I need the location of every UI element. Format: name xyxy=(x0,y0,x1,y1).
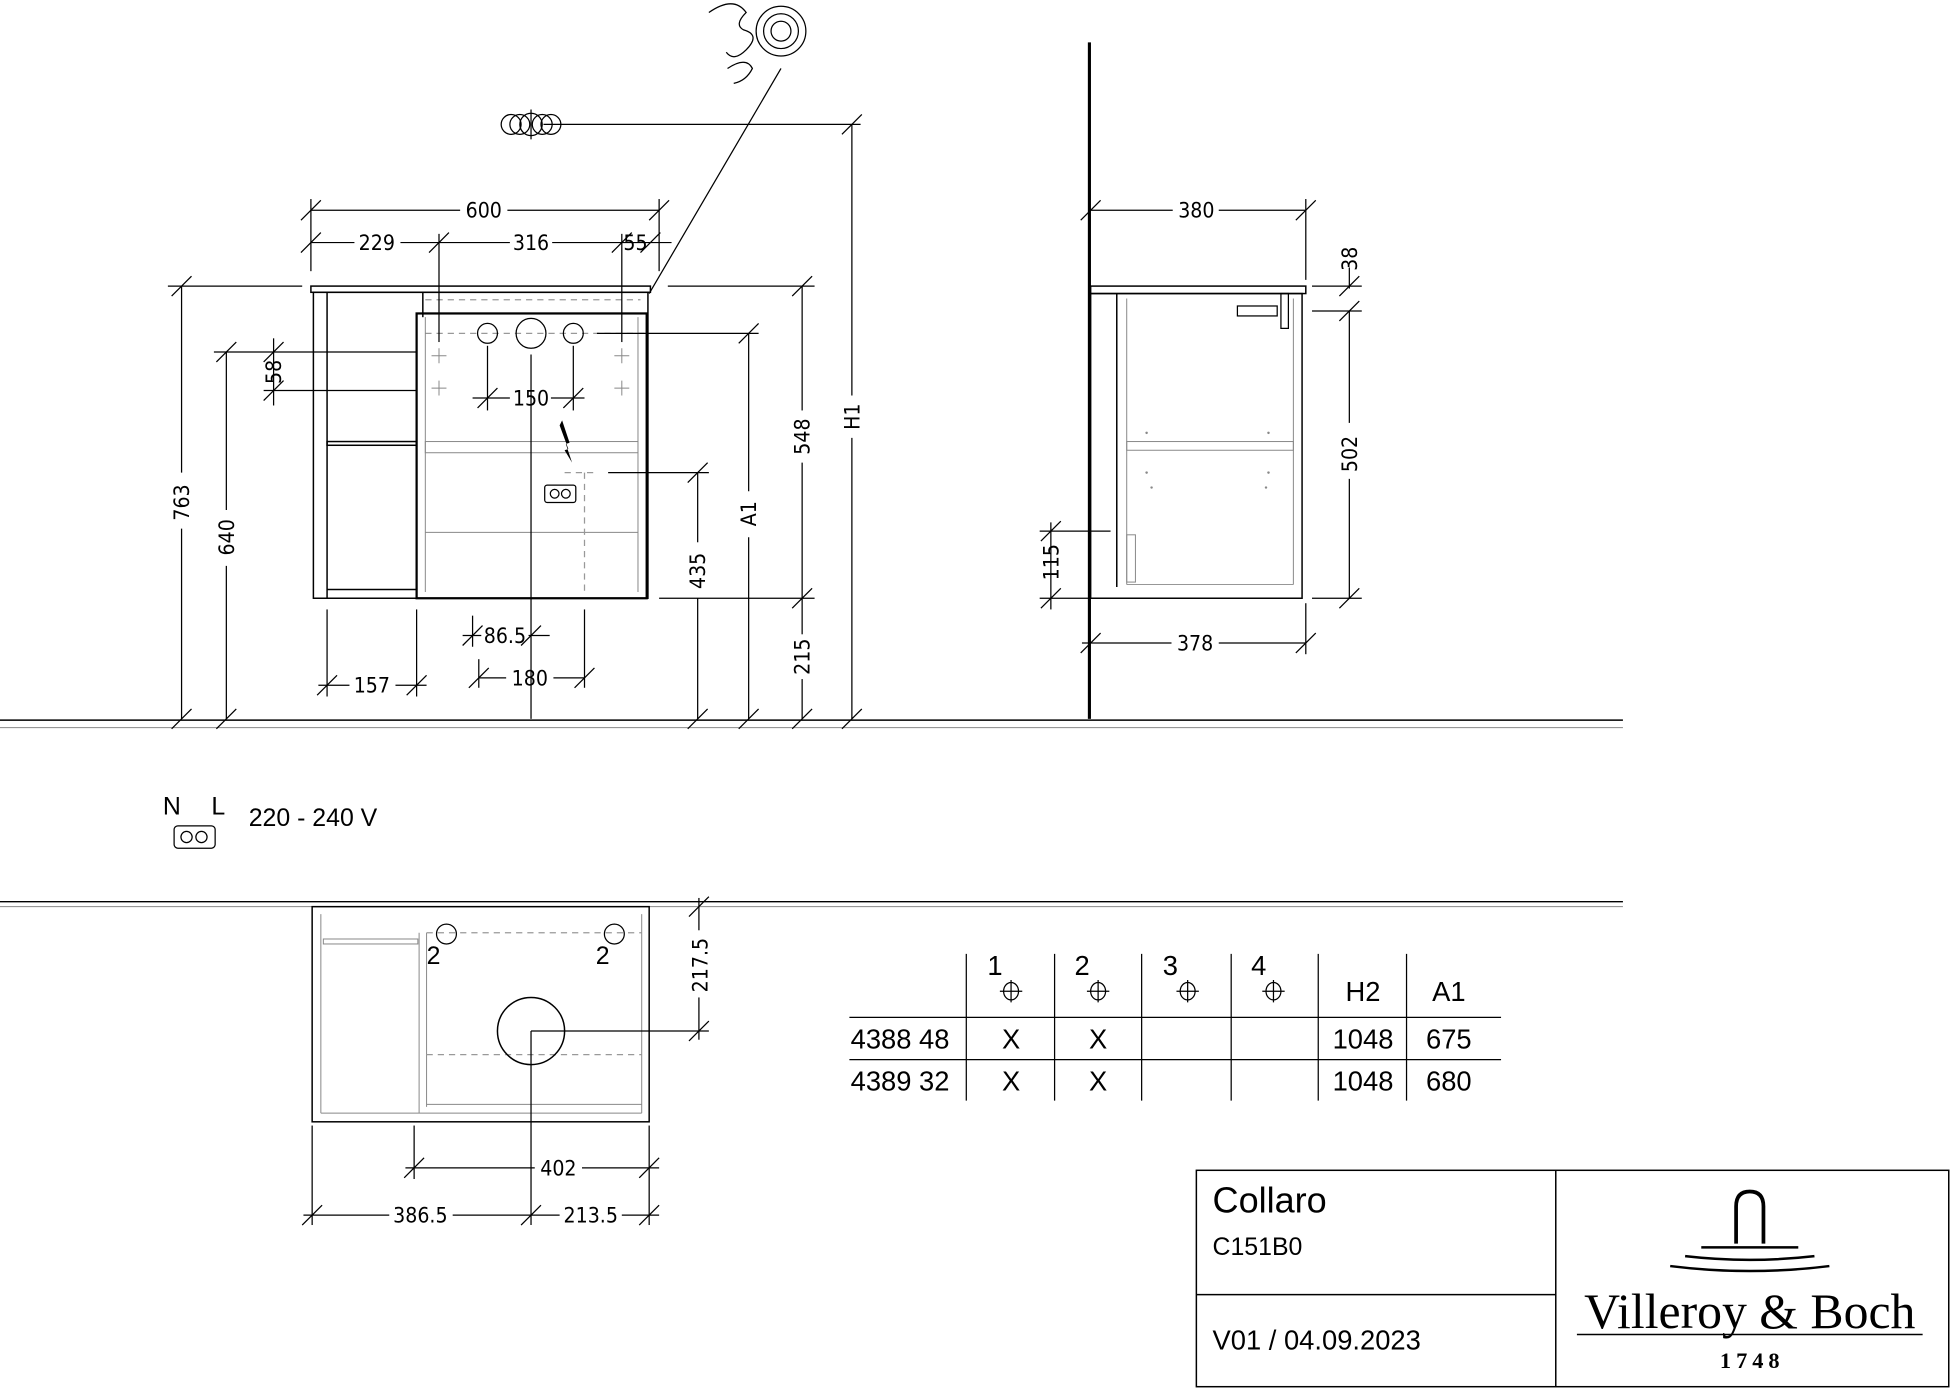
cell-a1: 680 xyxy=(1426,1066,1472,1097)
header-4: 4 xyxy=(1251,950,1266,981)
plan-view-dimensions: 217.5 402 386.5 213.5 xyxy=(301,896,713,1228)
voltage-label: 220 - 240 V xyxy=(249,804,378,832)
live-label: L xyxy=(211,793,225,821)
side-view-cabinet xyxy=(1089,285,1307,599)
dim-386-5: 386.5 xyxy=(393,1203,447,1228)
dim-316: 316 xyxy=(513,230,549,255)
dim-600: 600 xyxy=(466,198,502,223)
dim-640: 640 xyxy=(214,519,239,555)
table-row: 4389 32 X X 1048 680 xyxy=(851,1066,1472,1097)
front-view-dimensions: 600 229 316 55 763 640 58 150 548 215 43… xyxy=(167,113,864,730)
dim-58: 58 xyxy=(261,360,286,384)
electrical-hazard-icon xyxy=(559,420,573,463)
neutral-label: N xyxy=(163,793,181,821)
dim-115: 115 xyxy=(1038,544,1063,580)
dim-402: 402 xyxy=(540,1155,576,1180)
dim-180: 180 xyxy=(512,665,548,690)
dim-435: 435 xyxy=(685,553,710,589)
dim-215: 215 xyxy=(790,639,815,675)
dim-38: 38 xyxy=(1337,247,1362,271)
header-2: 2 xyxy=(1074,950,1089,981)
cell-article: 4388 48 xyxy=(851,1023,950,1054)
dim-217-5: 217.5 xyxy=(688,938,713,992)
dim-55: 55 xyxy=(623,230,647,255)
dim-378: 378 xyxy=(1177,630,1213,655)
cell-2: X xyxy=(1089,1023,1107,1054)
socket-icon xyxy=(544,484,577,504)
cell-h2: 1048 xyxy=(1333,1023,1394,1054)
cell-1: X xyxy=(1002,1066,1020,1097)
variant-table: 1 2 3 4 H2 A1 4388 48 X X 1048 675 4389 … xyxy=(849,950,1502,1101)
dim-502: 502 xyxy=(1337,436,1362,472)
hole-label-left: 2 xyxy=(427,942,441,970)
header-3: 3 xyxy=(1163,950,1178,981)
header-1: 1 xyxy=(987,950,1002,981)
faucet-symbol-icon xyxy=(500,109,861,140)
header-a1: A1 xyxy=(1432,976,1465,1007)
dim-150: 150 xyxy=(513,385,549,410)
floor-line xyxy=(0,719,1623,908)
power-legend: N L 220 - 240 V xyxy=(163,793,378,849)
cell-a1: 675 xyxy=(1426,1023,1472,1054)
brand-name: Villeroy & Boch xyxy=(1584,1284,1915,1339)
dim-a1: A1 xyxy=(736,501,761,526)
side-view-dimensions: 380 38 502 115 378 xyxy=(1038,198,1361,656)
front-view-cabinet xyxy=(310,285,759,719)
brand-logo-icon xyxy=(1670,1189,1830,1273)
power-socket-icon xyxy=(173,825,216,849)
cell-article: 4389 32 xyxy=(851,1066,950,1097)
dim-763: 763 xyxy=(169,484,194,520)
title-block: Collaro C151B0 V01 / 04.09.2023 Villeroy… xyxy=(1195,1169,1950,1388)
version-date: V01 / 04.09.2023 xyxy=(1213,1324,1421,1355)
cell-h2: 1048 xyxy=(1333,1066,1394,1097)
dim-157: 157 xyxy=(354,673,390,698)
dim-86-5: 86.5 xyxy=(484,623,526,648)
dim-213-5: 213.5 xyxy=(564,1203,618,1228)
cell-1: X xyxy=(1002,1023,1020,1054)
dim-h1: H1 xyxy=(839,403,864,429)
table-row: 4388 48 X X 1048 675 xyxy=(851,1023,1472,1054)
dim-380: 380 xyxy=(1178,198,1214,223)
brand-year: 1748 xyxy=(1720,1348,1785,1373)
plan-view-cabinet: 2 2 xyxy=(311,905,709,1226)
dim-548: 548 xyxy=(790,418,815,454)
cell-2: X xyxy=(1089,1066,1107,1097)
dim-229: 229 xyxy=(359,230,395,255)
product-code: C151B0 xyxy=(1213,1233,1303,1261)
header-h2: H2 xyxy=(1346,976,1381,1007)
3d-view-icon xyxy=(648,3,807,294)
hole-label-right: 2 xyxy=(596,942,610,970)
hole-option-icons xyxy=(999,980,1285,1003)
product-name: Collaro xyxy=(1213,1180,1327,1221)
